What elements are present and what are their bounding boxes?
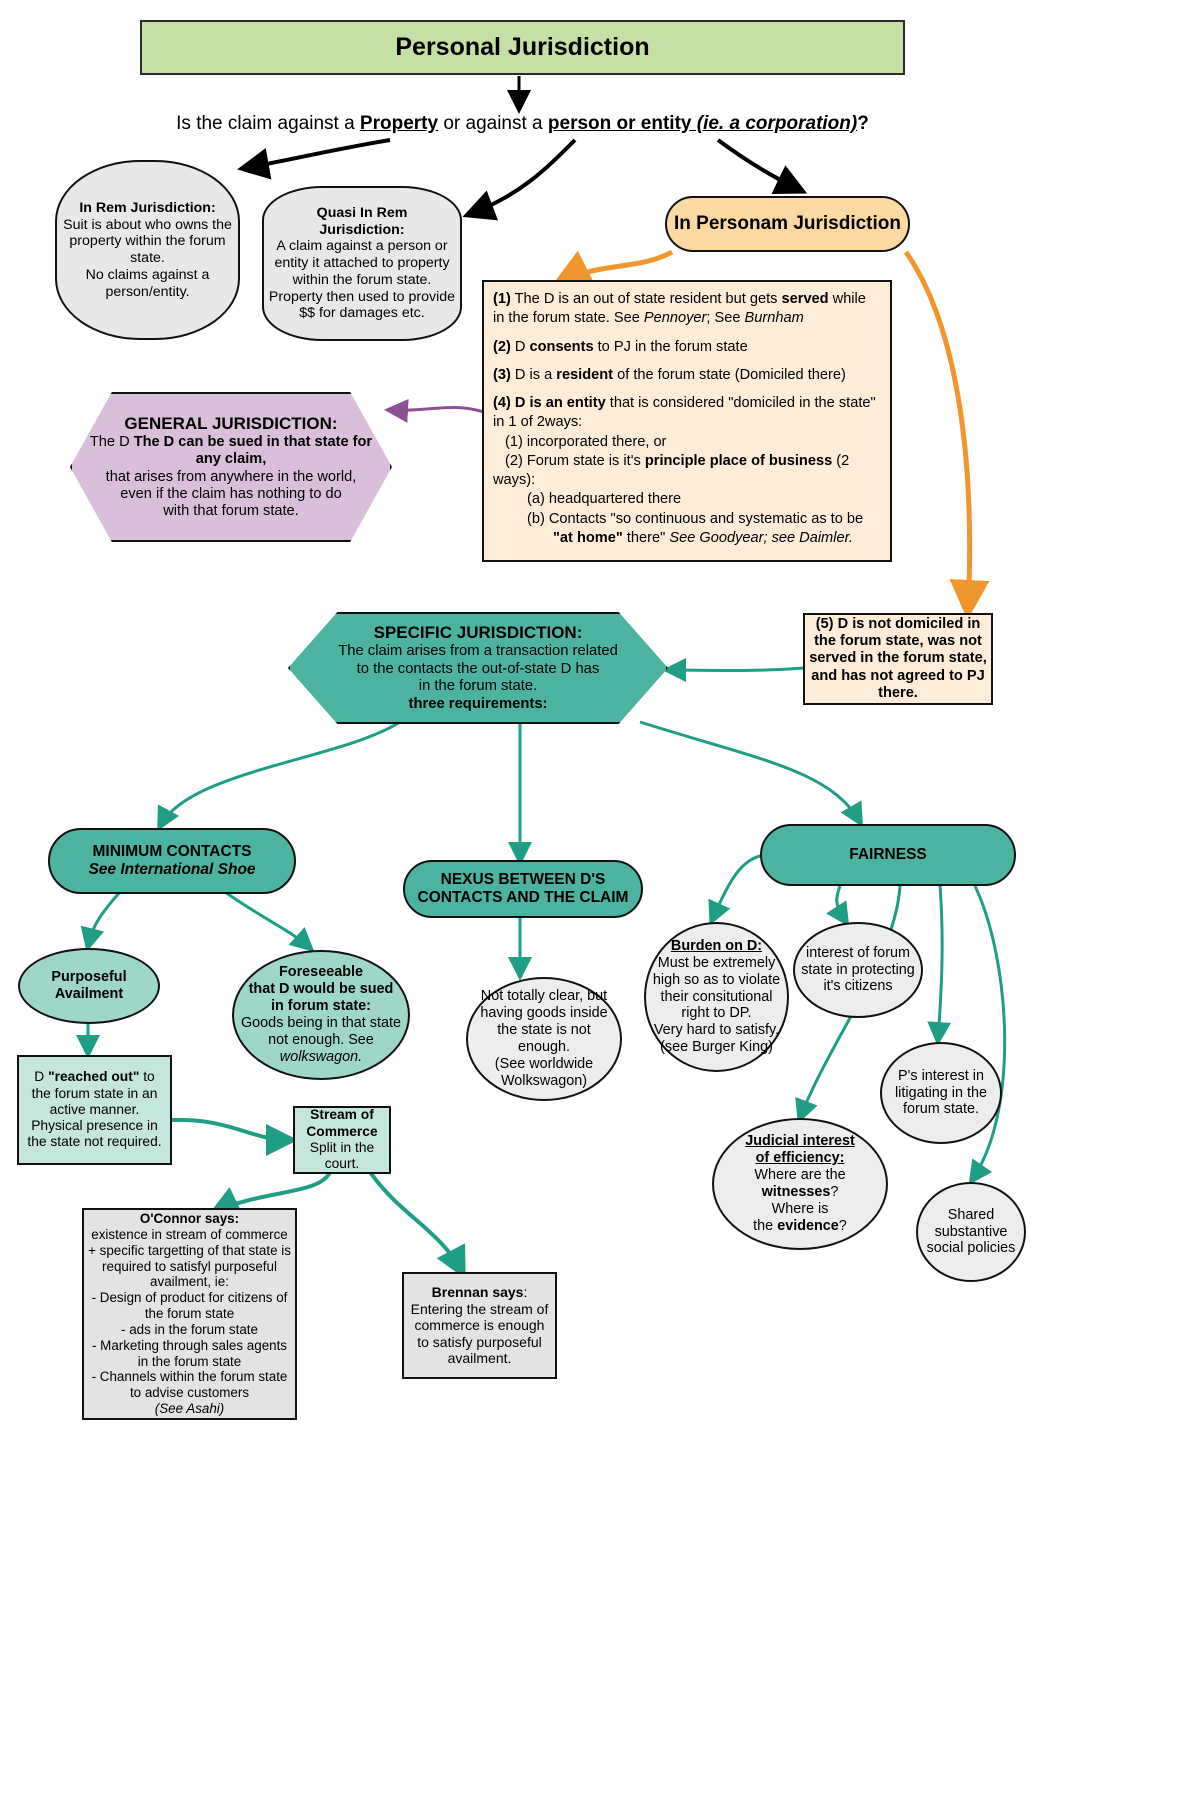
gj-line2: that arises from anywhere in the world, (105, 468, 357, 485)
interest-forum-text: interest of forum state in protecting it… (801, 944, 915, 995)
oconnor-b1: - Design of product for citizens of the … (91, 1290, 288, 1322)
pa-line1: Purposeful (51, 969, 127, 986)
burden-body: Must be extremely high so as to violate … (652, 954, 781, 1056)
plaintiff-interest-text: P's interest in litigating in the forum … (894, 1067, 987, 1118)
brennan-body: : Entering the stream of commerce is eno… (410, 1284, 549, 1367)
node-oconnor[interactable]: O'Connor says: existence in stream of co… (82, 1208, 297, 1420)
page-title: Personal Jurisdiction (140, 20, 905, 75)
oconnor-b4: - Channels within the forum state to adv… (91, 1369, 288, 1401)
oconnor-heading: O'Connor says: (139, 1211, 240, 1227)
quasi-in-rem-heading: Quasi In Rem Jurisdiction: (316, 204, 408, 238)
ip-item-3: (3) D is a resident of the forum state (… (493, 366, 846, 383)
oconnor-b3: - Marketing through sales agents in the … (91, 1337, 287, 1369)
quasi-in-rem-body: A claim against a person or entity it at… (268, 238, 456, 322)
sj-heading: SPECIFIC JURISDICTION: (373, 622, 583, 642)
in-personam-label: In Personam Jurisdiction (674, 212, 901, 234)
node-burden-on-d[interactable]: Burden on D: Must be extremely high so a… (644, 922, 789, 1072)
node-general-jurisdiction[interactable]: GENERAL JURISDICTION: The D The D can be… (70, 392, 392, 542)
node-nexus[interactable]: NEXUS BETWEEN D'S CONTACTS AND THE CLAIM (403, 860, 643, 918)
node-in-rem[interactable]: In Rem Jurisdiction: Suit is about who o… (55, 160, 240, 340)
oconnor-b2: - ads in the forum state (121, 1321, 258, 1337)
question-person: person or entity (547, 112, 692, 134)
oconnor-body: existence in stream of commerce + specif… (88, 1227, 291, 1290)
mc-cite: See International Shoe (88, 861, 256, 878)
gj-line4: with that forum state. (163, 502, 299, 519)
shared-policies-text: Shared substantive social policies (926, 1206, 1016, 1257)
item5-num: (5) (815, 615, 834, 632)
fs-cite: wolkswagon. (279, 1048, 363, 1065)
node-in-personam[interactable]: In Personam Jurisdiction (665, 196, 910, 252)
node-judicial-interest[interactable]: Judicial interest of efficiency: Where a… (712, 1118, 888, 1250)
oconnor-cite: (See Asahi) (154, 1400, 225, 1416)
question-part2: or against a (438, 112, 548, 134)
in-rem-body: Suit is about who owns the property with… (63, 216, 232, 300)
judicial-line3: the (753, 1217, 778, 1234)
brennan-heading: Brennan says (431, 1284, 524, 1301)
node-interest-forum-state[interactable]: interest of forum state in protecting it… (793, 922, 923, 1018)
node-fairness[interactable]: FAIRNESS (760, 824, 1016, 886)
judicial-q1: ? (830, 1184, 839, 1200)
node-purposeful-availment[interactable]: Purposeful Availment (18, 948, 160, 1024)
in-rem-heading: In Rem Jurisdiction: (79, 199, 216, 216)
fs-body: Goods being in that state not enough. Se… (240, 1015, 401, 1048)
soc-heading: Stream of Commerce (306, 1107, 378, 1139)
node-quasi-in-rem[interactable]: Quasi In Rem Jurisdiction: A claim again… (262, 186, 462, 341)
node-foreseeable[interactable]: Foreseeable that D would be sued in foru… (232, 950, 410, 1080)
node-brennan[interactable]: Brennan says: Entering the stream of com… (402, 1272, 557, 1379)
node-item-5[interactable]: (5) D is not domiciled in the forum stat… (803, 613, 993, 705)
question-part3: ? (857, 112, 869, 134)
judicial-q2: ? (838, 1217, 847, 1234)
gj-line3: even if the claim has nothing to do (120, 485, 342, 502)
root-question: Is the claim against a Property or again… (150, 108, 895, 140)
soc-body: Split in the court. (309, 1140, 375, 1172)
ip-item-1: (1) The D is an out of state resident bu… (493, 291, 866, 327)
question-paren: (ie. a corporation) (691, 112, 858, 134)
judicial-heading: Judicial interest of efficiency: (745, 1133, 855, 1167)
nexus-line2: CONTACTS AND THE CLAIM (417, 889, 629, 906)
judicial-witnesses: witnesses (761, 1184, 831, 1200)
fairness-label: FAIRNESS (849, 845, 927, 863)
node-specific-jurisdiction[interactable]: SPECIFIC JURISDICTION: The claim arises … (288, 612, 668, 724)
sj-line1: The claim arises from a transaction rela… (338, 643, 618, 660)
nexus-child-body: Not totally clear, but having goods insi… (480, 988, 608, 1089)
sj-line3: in the forum state. (418, 678, 538, 695)
sj-line4: three requirements: (408, 695, 548, 712)
judicial-line1: Where are the (754, 1167, 846, 1184)
burden-heading: Burden on D: (670, 937, 763, 954)
judicial-evidence: evidence (777, 1217, 839, 1234)
ip-item-2: (2) D consents to PJ in the forum state (493, 338, 748, 355)
page-title-text: Personal Jurisdiction (395, 32, 650, 61)
gj-line1-bold: The D can be sued in that state for any … (133, 434, 373, 468)
question-part1: Is the claim against a (176, 112, 360, 134)
nexus-line1: NEXUS BETWEEN D'S (440, 870, 606, 888)
ip-item-4: (4) D is an entity that is considered "d… (493, 395, 876, 546)
gj-heading: GENERAL JURISDICTION: (124, 413, 338, 433)
node-nexus-child[interactable]: Not totally clear, but having goods insi… (466, 977, 622, 1101)
judicial-line2: Where is (771, 1200, 829, 1217)
node-shared-policies[interactable]: Shared substantive social policies (916, 1182, 1026, 1282)
pa-line2: Availment (54, 986, 124, 1002)
question-property: Property (359, 112, 439, 134)
node-minimum-contacts[interactable]: MINIMUM CONTACTS See International Shoe (48, 828, 296, 894)
mc-heading: MINIMUM CONTACTS (92, 842, 252, 860)
node-purposeful-detail[interactable]: D "reached out" to the forum state in an… (17, 1055, 172, 1165)
fs-heading: Foreseeable that D would be sued in foru… (248, 964, 394, 1015)
sj-line2: to the contacts the out-of-state D has (356, 660, 600, 677)
item5-text: D is not domiciled in the forum state, w… (809, 615, 987, 701)
node-plaintiff-interest[interactable]: P's interest in litigating in the forum … (880, 1042, 1002, 1144)
node-stream-of-commerce[interactable]: Stream of Commerce Split in the court. (293, 1106, 391, 1174)
panel-in-personam-list: (1) The D is an out of state resident bu… (482, 280, 892, 562)
